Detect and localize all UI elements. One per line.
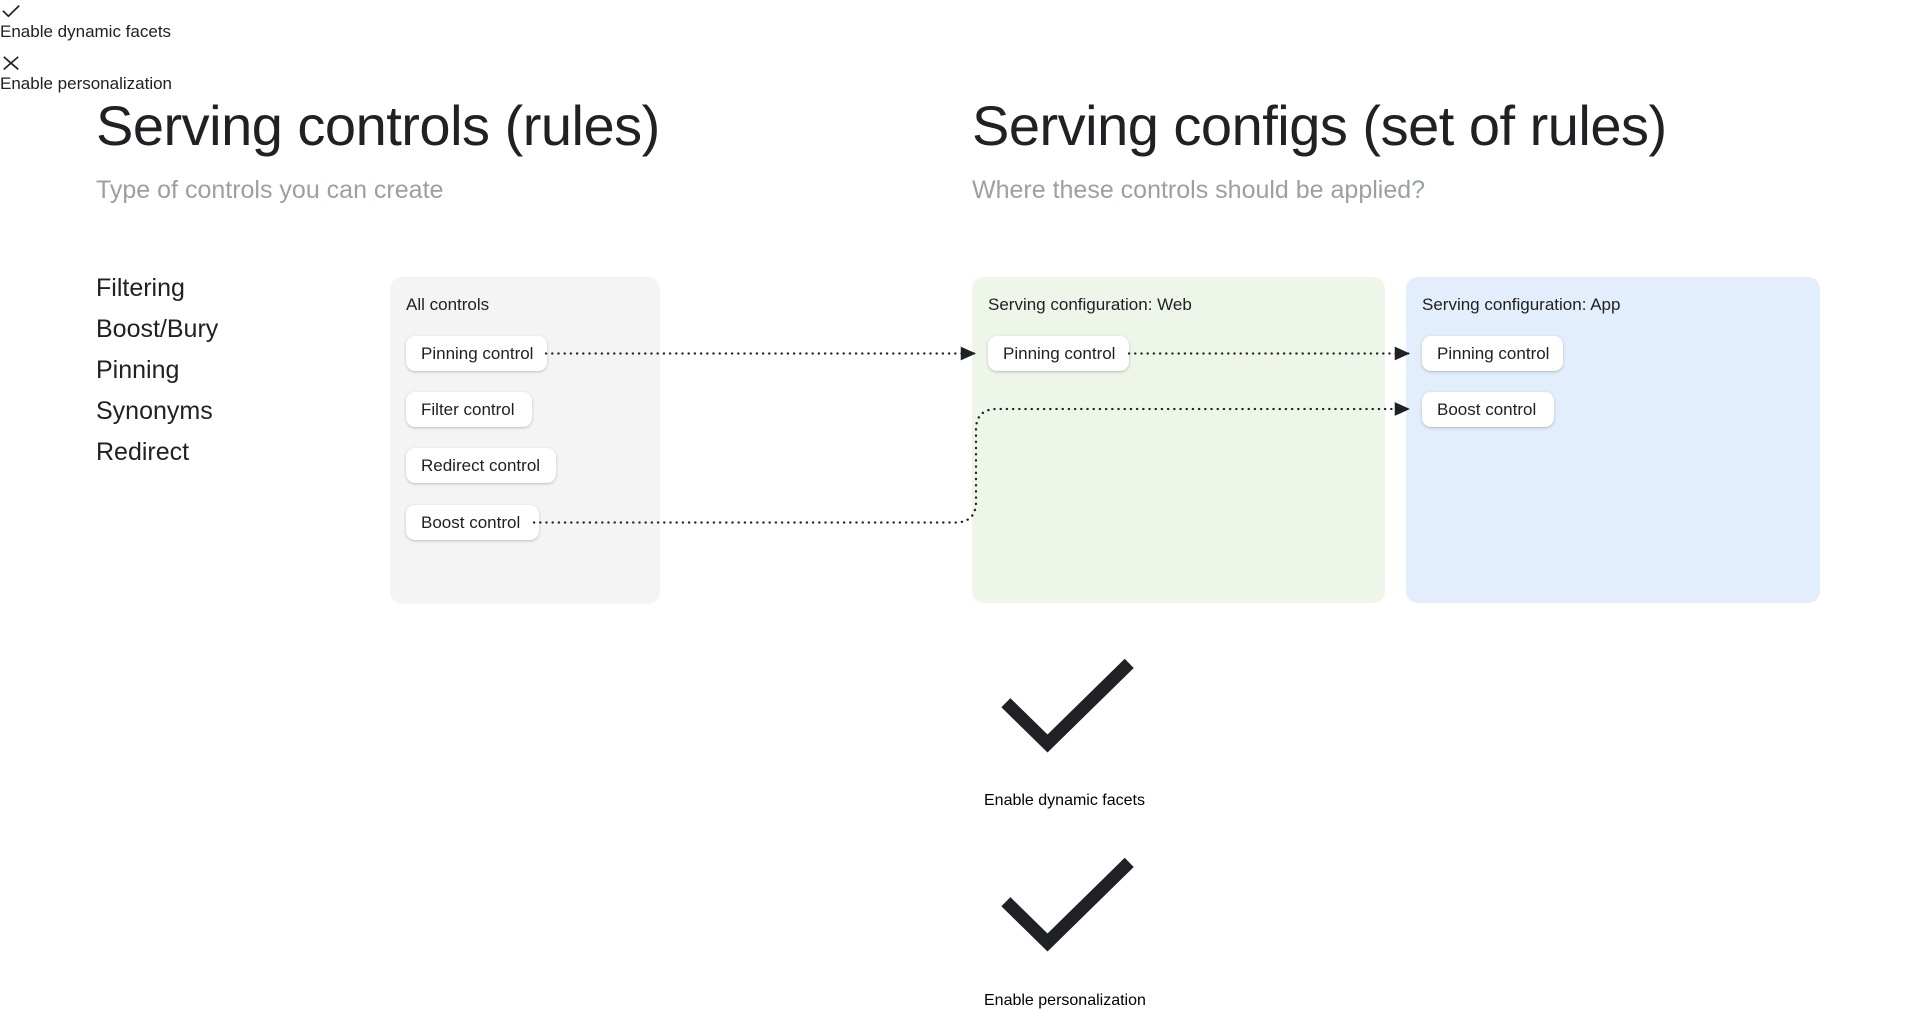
chip-all-boost-control[interactable]: Boost control	[406, 505, 539, 540]
feature-row-web-personalization: Enable personalization	[984, 820, 1150, 1009]
feature-row-web-dynamic-facets: Enable dynamic facets	[984, 621, 1150, 810]
right-column-subtitle: Where these controls should be applied?	[972, 176, 1426, 204]
control-type-pinning: Pinning	[96, 356, 180, 384]
control-type-filtering: Filtering	[96, 274, 185, 302]
right-column-title: Serving configs (set of rules)	[972, 94, 1667, 157]
chip-all-redirect-control[interactable]: Redirect control	[406, 448, 556, 483]
check-icon	[2, 4, 20, 18]
chip-web-pinning-control[interactable]: Pinning control	[988, 336, 1129, 371]
diagram-canvas: Serving controls (rules) Type of control…	[0, 0, 1820, 1009]
chip-all-filter-control[interactable]: Filter control	[406, 392, 532, 427]
all-controls-card: All controls	[390, 277, 660, 604]
feature-label-web-dynamic-facets: Enable dynamic facets	[984, 792, 1145, 810]
serving-config-app-card-title: Serving configuration: App	[1422, 295, 1621, 314]
check-icon	[1001, 658, 1134, 753]
control-types-list: Filtering Boost/Bury Pinning Synonyms Re…	[96, 268, 218, 473]
serving-config-web-card-title: Serving configuration: Web	[988, 295, 1192, 314]
control-type-redirect: Redirect	[96, 438, 190, 466]
feature-label-app-personalization: Enable personalization	[0, 74, 173, 93]
serving-config-app-card: Serving configuration: App	[1406, 277, 1820, 603]
feature-label-app-dynamic-facets: Enable dynamic facets	[0, 22, 172, 41]
feature-row-app-personalization: Enable personalization	[0, 52, 172, 94]
serving-config-web-features: Enable dynamic facets Enable personaliza…	[984, 621, 1150, 1010]
chip-app-boost-control[interactable]: Boost control	[1422, 392, 1554, 427]
control-type-synonyms: Synonyms	[96, 397, 213, 425]
left-column-subtitle: Type of controls you can create	[96, 176, 444, 204]
close-icon	[3, 56, 19, 70]
feature-label-web-personalization: Enable personalization	[984, 991, 1146, 1009]
chip-all-pinning-control[interactable]: Pinning control	[406, 336, 547, 371]
all-controls-card-title: All controls	[406, 295, 490, 314]
left-column-title: Serving controls (rules)	[96, 94, 660, 157]
serving-config-web-card: Serving configuration: Web	[972, 277, 1385, 603]
control-type-boost-bury: Boost/Bury	[96, 315, 219, 343]
feature-row-app-dynamic-facets: Enable dynamic facets	[0, 0, 172, 42]
chip-app-pinning-control[interactable]: Pinning control	[1422, 336, 1563, 371]
check-icon	[1001, 858, 1134, 952]
serving-config-app-features: Enable dynamic facets Enable personaliza…	[0, 0, 172, 94]
